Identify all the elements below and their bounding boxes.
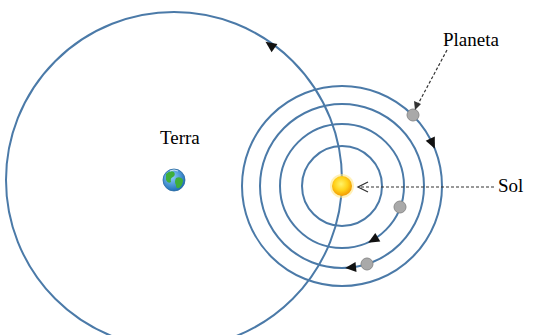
earth-icon	[163, 169, 185, 191]
direction-arrows	[266, 42, 435, 272]
planet-orbit	[260, 104, 424, 268]
orbit-arrowhead	[266, 42, 278, 53]
text-label: Terra	[160, 128, 200, 149]
sun-orbit	[6, 12, 342, 335]
planet-orbit	[302, 146, 382, 226]
planet-dot	[407, 109, 419, 121]
planet-dot	[394, 201, 406, 213]
orbit-arrowhead	[368, 233, 380, 243]
orbit-arrowhead	[426, 137, 435, 149]
planet-orbit	[242, 86, 442, 286]
leader-arrowhead	[414, 101, 421, 110]
sun-icon	[330, 174, 354, 198]
text-label: Sol	[498, 176, 523, 197]
leader-line	[360, 186, 494, 187]
orbit-arrowhead	[345, 262, 356, 272]
leader-arrowhead	[358, 182, 368, 192]
planet-dot	[361, 258, 373, 270]
planet-orbit	[280, 124, 404, 248]
text-label: Planeta	[443, 30, 499, 51]
leader-line	[417, 50, 447, 106]
